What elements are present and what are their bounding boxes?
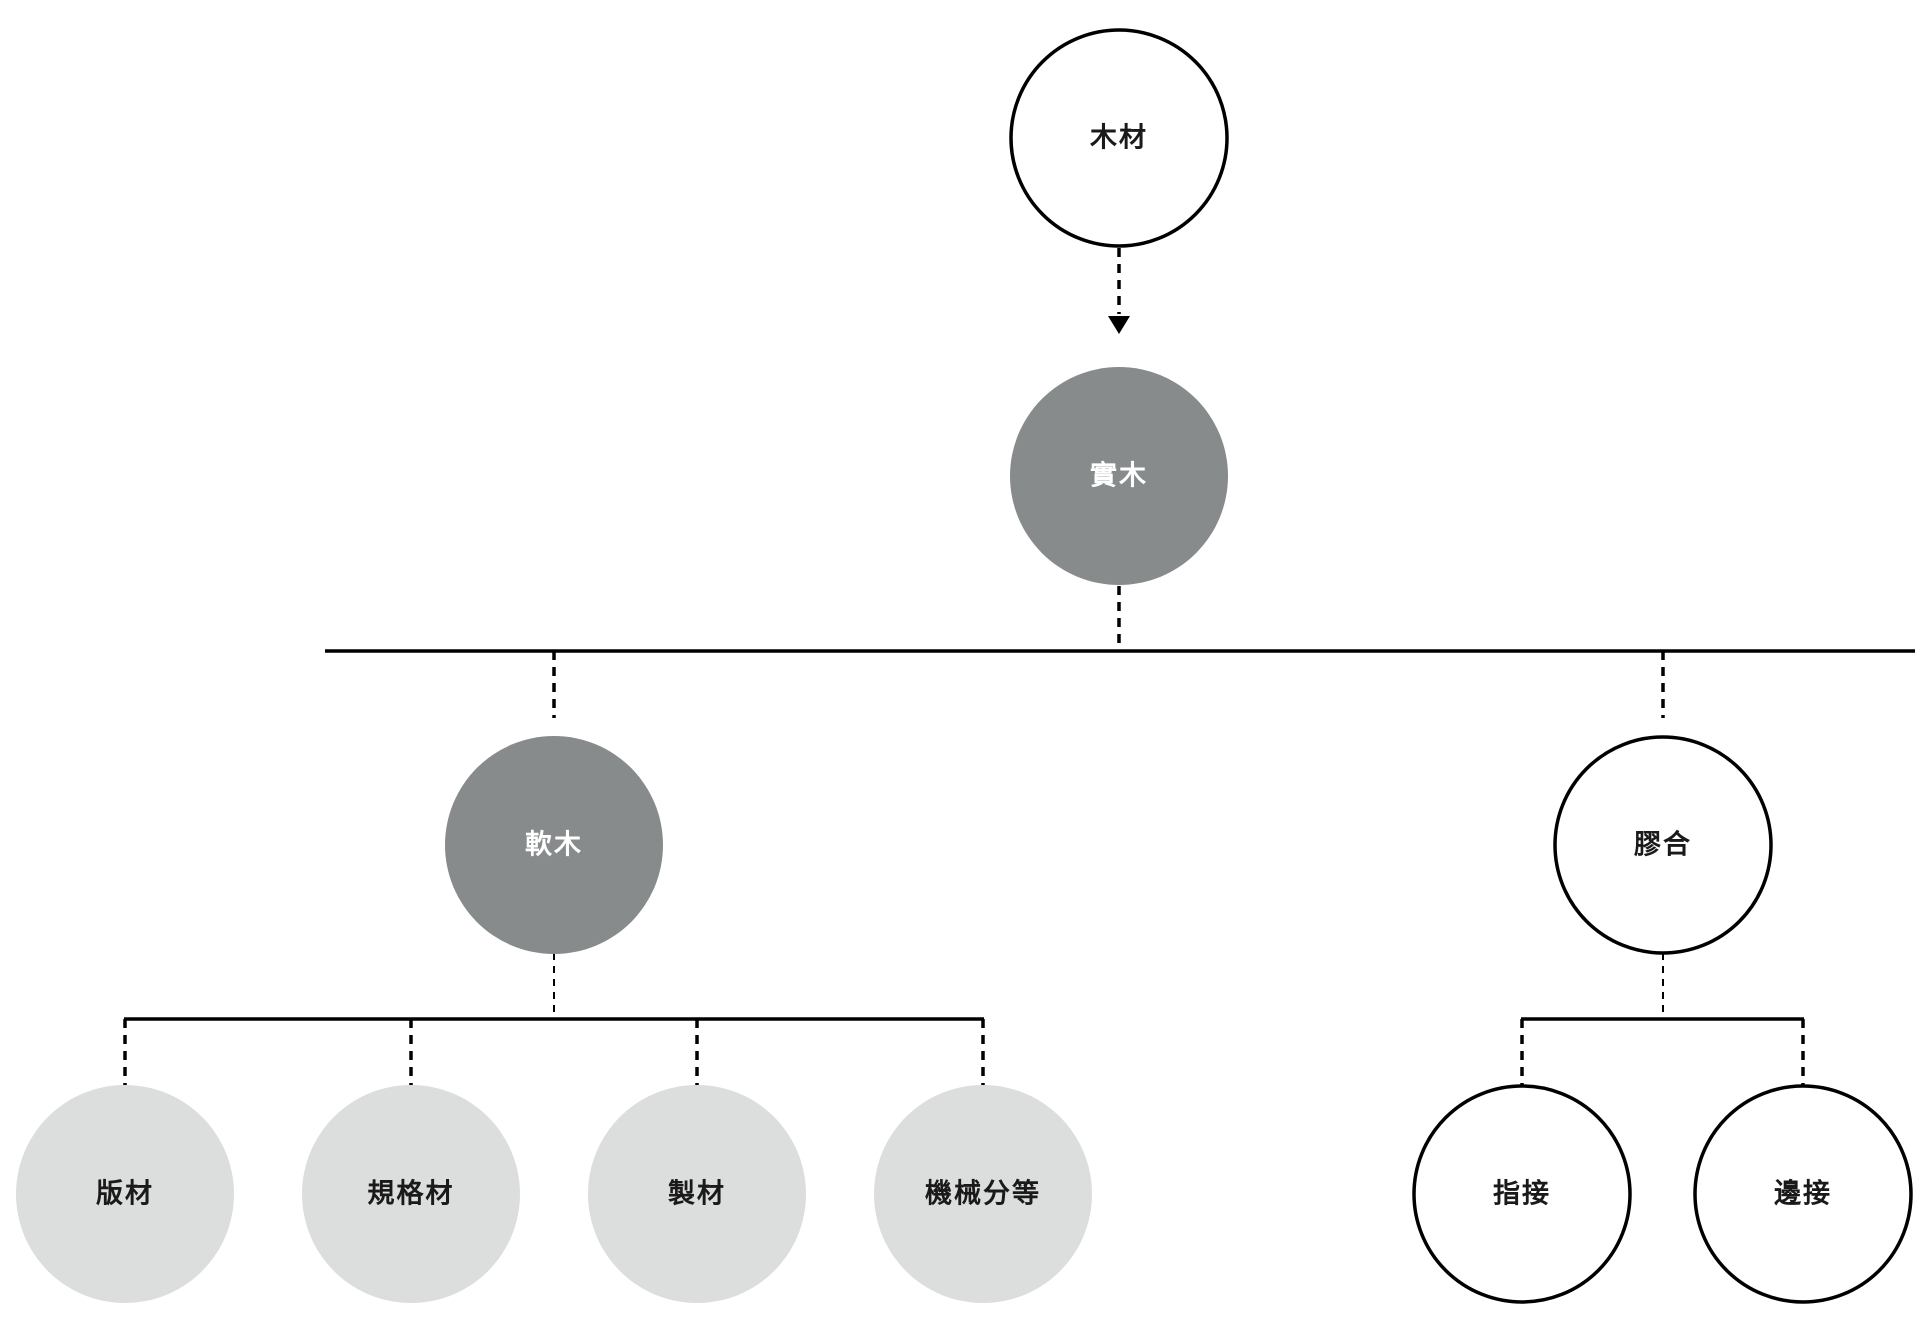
node-circle [1553,735,1773,955]
node-wood: 木材 [1009,28,1229,248]
node-machine-graded: 機械分等 [874,1085,1092,1303]
node-label: 規格材 [368,1179,455,1210]
node-label: 膠合 [1634,829,1692,861]
node-label: 木材 [1089,123,1148,154]
node-glued: 膠合 [1553,735,1773,955]
node-solid-wood: 實木 [1010,367,1228,585]
connectors [123,248,1915,1086]
node-label: 邊接 [1774,1178,1832,1210]
node-circle [1693,1084,1913,1304]
node-circle [588,1085,806,1303]
node-edge-joint: 邊接 [1693,1084,1913,1304]
node-label: 指接 [1493,1179,1551,1210]
node-dimension-lumber: 規格材 [302,1085,520,1303]
node-label: 版材 [96,1179,154,1210]
node-circle [1010,367,1228,585]
node-finger-joint: 指接 [1412,1084,1632,1304]
node-label: 機械分等 [925,1178,1041,1210]
node-circle [1009,28,1229,248]
node-softwood: 軟木 [445,736,663,954]
node-label: 實木 [1090,460,1148,492]
node-circle [1412,1084,1632,1304]
node-sawn-lumber: 製材 [588,1085,806,1303]
arrowhead-icon [1108,316,1130,334]
node-circle [874,1085,1092,1303]
node-label: 軟木 [525,830,583,861]
node-circle [445,736,663,954]
node-label: 製材 [668,1179,726,1210]
node-circle [302,1085,520,1303]
node-board: 版材 [16,1085,234,1303]
node-circle [16,1085,234,1303]
